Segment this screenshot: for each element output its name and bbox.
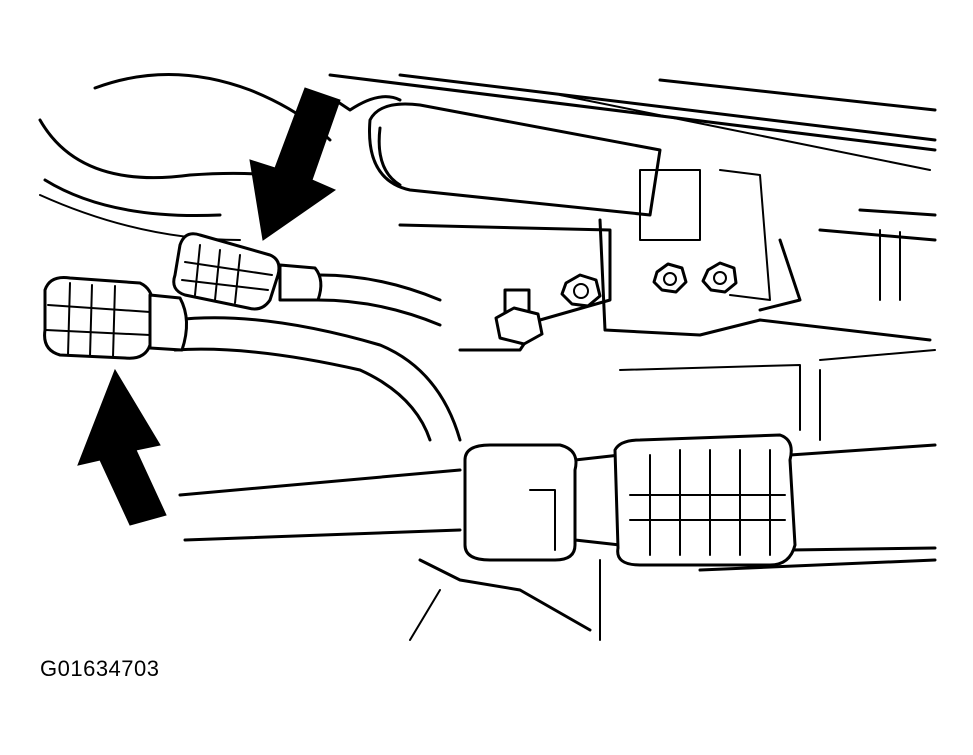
mounting-bracket <box>398 169 937 352</box>
bolt-2 <box>652 262 688 294</box>
figure-id-label: G01634703 <box>40 656 160 681</box>
lower-quick-connector <box>613 433 797 567</box>
arrow-lower <box>77 368 167 526</box>
bolt-heads <box>494 261 738 346</box>
bolt-3 <box>701 261 738 294</box>
lower-frame <box>409 349 937 641</box>
upper-rubber-hose <box>333 95 662 217</box>
lower-left-quick-connector <box>43 276 188 360</box>
lower-refrigerant-line <box>173 316 937 552</box>
stud-bolt <box>494 288 544 346</box>
upper-body-panel <box>328 73 937 171</box>
arrow-upper <box>249 87 341 241</box>
bolt-1 <box>560 273 602 308</box>
lower-line-fitting <box>463 443 578 562</box>
upper-quick-connector <box>172 232 442 327</box>
